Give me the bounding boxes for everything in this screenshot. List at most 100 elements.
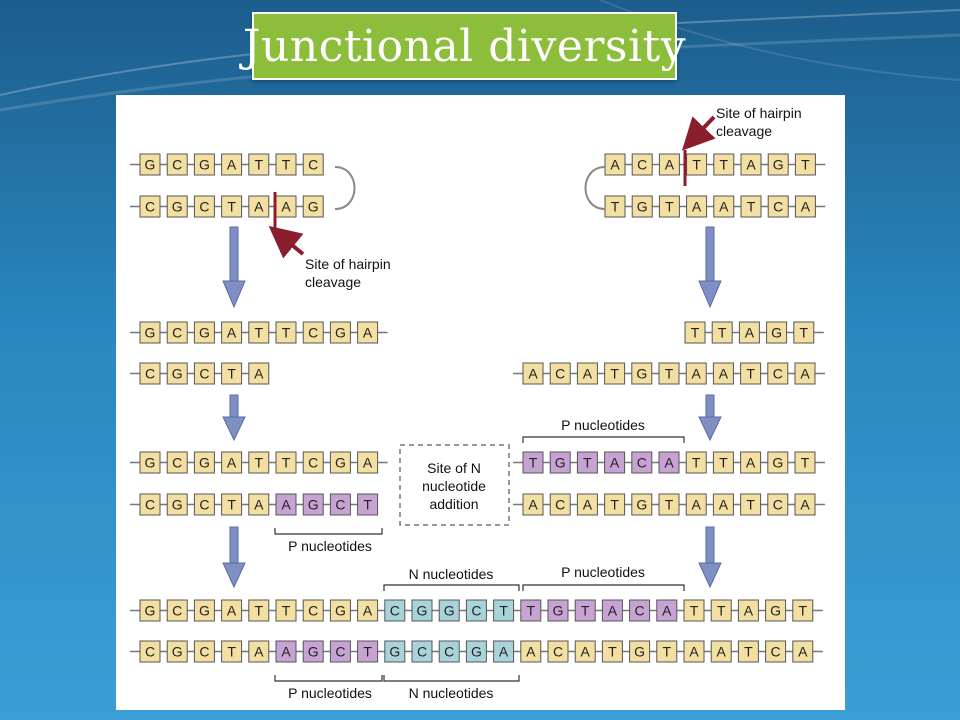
nucleotide-letter: T	[746, 497, 755, 513]
nucleotide-letter: T	[611, 199, 620, 215]
nucleotide-letter: G	[199, 455, 210, 471]
label-p-nucleotides-bottom: P nucleotides	[288, 685, 372, 701]
germline-nucleotide-box	[248, 195, 270, 218]
germline-nucleotide-box	[684, 321, 706, 344]
nucleotide-letter: C	[308, 157, 318, 173]
nucleotide-letter: T	[608, 644, 617, 660]
nucleotide-letter: T	[581, 603, 590, 619]
germline-nucleotide-box	[193, 362, 215, 385]
hairpin-label-left-line1: Site of hairpin	[305, 256, 391, 272]
germline-nucleotide-box	[710, 599, 732, 622]
germline-nucleotide-box	[686, 195, 708, 218]
nucleotide-letter: G	[172, 497, 183, 513]
germline-nucleotide-box	[683, 640, 705, 663]
germline-nucleotide-box	[275, 599, 297, 622]
nucleotide-letter: C	[308, 325, 318, 341]
nucleotide-letter: A	[665, 157, 675, 173]
nucleotide-letter: T	[800, 325, 809, 341]
n-site-label-line2: nucleotide	[422, 478, 486, 494]
germline-nucleotide-box	[767, 362, 789, 385]
nucleotide-letter: C	[444, 644, 454, 660]
germline-nucleotide-box	[766, 321, 788, 344]
germline-nucleotide-box	[248, 493, 270, 516]
nucleotide-letter: C	[637, 157, 647, 173]
nucleotide-letter: G	[199, 603, 210, 619]
nucleotide-letter: T	[527, 603, 536, 619]
germline-nucleotide-box	[576, 362, 598, 385]
nucleotide-letter: G	[308, 199, 319, 215]
nucleotide-letter: A	[254, 497, 264, 513]
nucleotide-letter: A	[526, 644, 536, 660]
germline-nucleotide-box	[139, 195, 161, 218]
nucleotide-letter: C	[172, 325, 182, 341]
germline-nucleotide-box	[738, 321, 760, 344]
germline-nucleotide-box	[574, 640, 596, 663]
germline-nucleotide-box	[193, 640, 215, 663]
cleavage-pointer-right	[681, 115, 716, 151]
germline-nucleotide-box	[221, 153, 243, 176]
nucleotide-letter: T	[255, 325, 264, 341]
germline-nucleotide-box	[767, 493, 789, 516]
germline-nucleotide-box	[193, 321, 215, 344]
nucleotide-letter: A	[227, 455, 237, 471]
nucleotide-letter: A	[583, 497, 593, 513]
germline-nucleotide-box	[275, 321, 297, 344]
nucleotide-letter: A	[745, 325, 755, 341]
nucleotide-letter: A	[746, 455, 756, 471]
nucleotide-letter: A	[800, 366, 810, 382]
nucleotide-letter: G	[199, 157, 210, 173]
p-nucleotide-box	[522, 451, 544, 474]
n-nucleotide-box	[438, 599, 460, 622]
germline-nucleotide-box	[166, 195, 188, 218]
p-nucleotide-box	[576, 451, 598, 474]
germline-nucleotide-box	[248, 362, 270, 385]
n-nucleotide-box	[493, 640, 515, 663]
nucleotide-letter: C	[145, 497, 155, 513]
germline-nucleotide-box	[302, 195, 324, 218]
nucleotide-letter: C	[199, 644, 209, 660]
nucleotide-letter: G	[172, 644, 183, 660]
nucleotide-letter: T	[663, 644, 672, 660]
nucleotide-letter: A	[583, 366, 593, 382]
germline-nucleotide-box	[166, 153, 188, 176]
nucleotide-letter: T	[746, 366, 755, 382]
nucleotide-letter: A	[227, 157, 237, 173]
germline-nucleotide-box	[794, 362, 816, 385]
nucleotide-letter: G	[335, 325, 346, 341]
germline-nucleotide-box	[221, 195, 243, 218]
nucleotide-letter: T	[610, 366, 619, 382]
nucleotide-letter: A	[610, 157, 620, 173]
nucleotide-letter: C	[145, 199, 155, 215]
nucleotide-letter: A	[608, 603, 618, 619]
n-nucleotide-box	[384, 640, 406, 663]
germline-nucleotide-box	[767, 195, 789, 218]
p-nucleotide-box	[549, 451, 571, 474]
nucleotide-letter: G	[335, 455, 346, 471]
cleavage-pointer-left	[268, 225, 305, 259]
nucleotide-letter: T	[665, 497, 674, 513]
bracket-p-step3-right	[522, 436, 685, 443]
nucleotide-letter: G	[335, 603, 346, 619]
nucleotide-letter: A	[281, 199, 291, 215]
p-nucleotide-box	[329, 493, 351, 516]
germline-nucleotide-box	[631, 493, 653, 516]
n-site-label-line1: Site of N	[427, 460, 481, 476]
nucleotide-letter: C	[199, 497, 209, 513]
germline-nucleotide-box	[221, 640, 243, 663]
germline-nucleotide-box	[710, 640, 732, 663]
hairpin-label-right-line2: cleavage	[716, 123, 772, 139]
germline-nucleotide-box	[139, 153, 161, 176]
nucleotide-letter: A	[363, 325, 373, 341]
germline-nucleotide-box	[711, 321, 733, 344]
nucleotide-letter: T	[363, 644, 372, 660]
p-nucleotide-box	[604, 451, 626, 474]
nucleotide-letter: A	[528, 366, 538, 382]
nucleotide-letter: G	[773, 157, 784, 173]
